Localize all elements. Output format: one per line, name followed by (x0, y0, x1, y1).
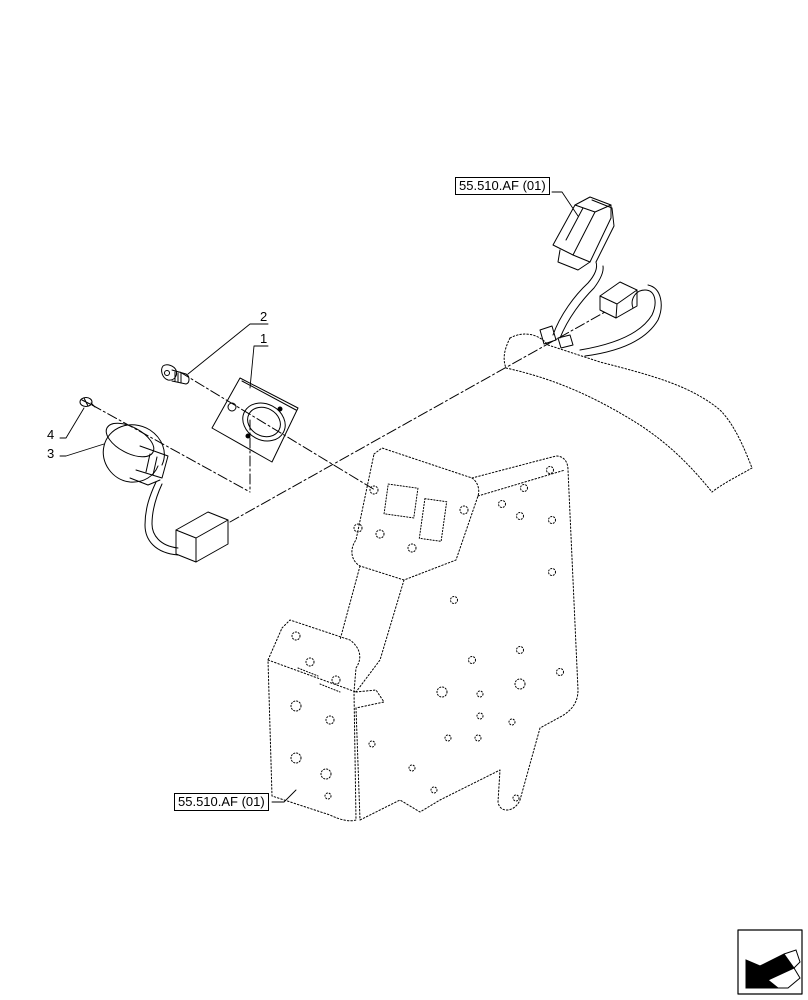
alignment-lines (91, 311, 606, 523)
screw-part (161, 364, 190, 385)
wiring-harness (503, 196, 753, 493)
arrow-left-icon[interactable] (738, 930, 803, 995)
frame-reference-link[interactable]: 55.510.AF (01) (174, 793, 269, 811)
mounting-plate-part (211, 377, 299, 463)
nav-arrow-frame (737, 929, 803, 995)
frame-bracket (267, 447, 579, 822)
frame-holes (290, 466, 564, 802)
socket-part (102, 422, 229, 563)
small-screw-part (79, 397, 96, 408)
callout-1: 1 (260, 331, 268, 346)
callout-2: 2 (260, 309, 268, 324)
callout-leaders (59, 191, 579, 803)
harness-reference-link[interactable]: 55.510.AF (01) (455, 177, 550, 195)
callout-3: 3 (47, 446, 55, 461)
callout-4: 4 (47, 427, 55, 442)
